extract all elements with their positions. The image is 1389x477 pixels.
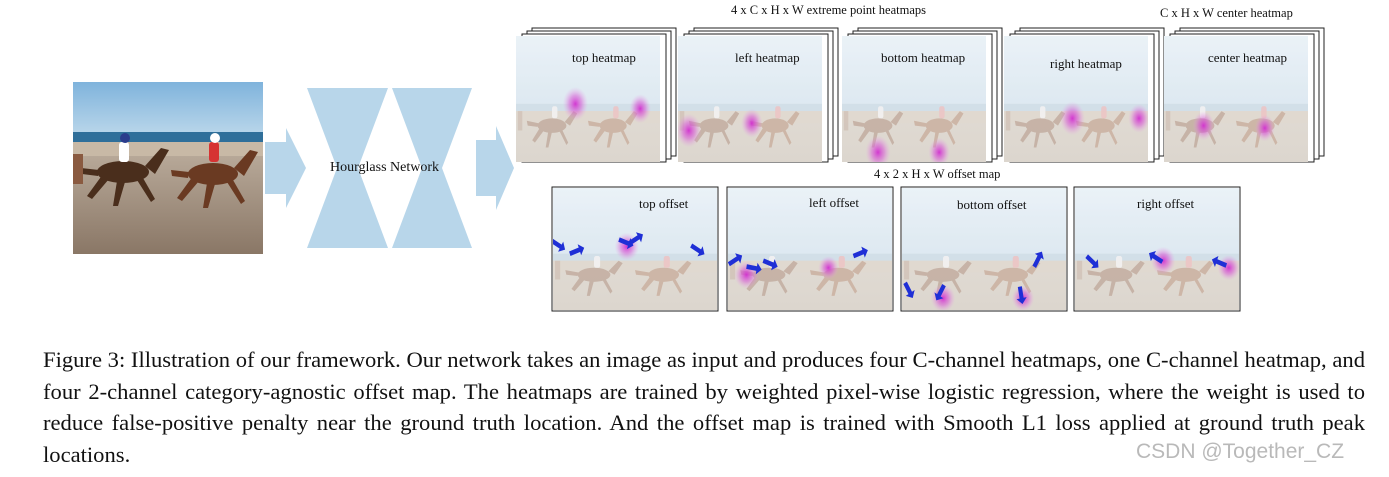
heatmap-title-left: left heatmap [735,50,800,65]
offset-title-right: right offset [1137,196,1195,211]
heatmap-stack-top [516,27,677,163]
hourglass-network [307,88,472,248]
framework-figure: 4 x C x H x W extreme point heatmaps C x… [73,3,1325,312]
heatmap-stack-left [678,27,839,163]
heatmap-stack-right [1004,27,1165,163]
arrow-to-network [265,128,306,208]
offset-map-right [1073,186,1241,312]
extreme-heatmaps-label: 4 x C x H x W extreme point heatmaps [731,3,926,17]
input-image [73,82,263,254]
heatmap-title-right: right heatmap [1050,56,1122,71]
figure-caption: Figure 3: Illustration of our framework.… [43,347,1365,467]
offset-map-left [726,186,894,312]
heatmap-title-top: top heatmap [572,50,636,65]
arrow-to-maps [476,126,514,210]
network-label: Hourglass Network [330,160,440,175]
heatmap-stack-center [1164,27,1325,163]
offset-map-bottom [900,186,1068,312]
offset-title-top: top offset [639,196,689,211]
offset-title-bottom: bottom offset [957,197,1027,212]
figure-graphic [73,27,1325,312]
offset-title-left: left offset [809,195,859,210]
heatmap-title-center: center heatmap [1208,50,1288,65]
center-heatmap-label: C x H x W center heatmap [1160,6,1293,20]
heatmap-title-bottom: bottom heatmap [881,50,966,65]
heatmap-stack-bottom [842,27,1003,163]
offset-map-top [551,186,719,312]
watermark: CSDN @Together_CZ [1136,440,1345,463]
offset-maps-label: 4 x 2 x H x W offset map [874,167,1001,181]
